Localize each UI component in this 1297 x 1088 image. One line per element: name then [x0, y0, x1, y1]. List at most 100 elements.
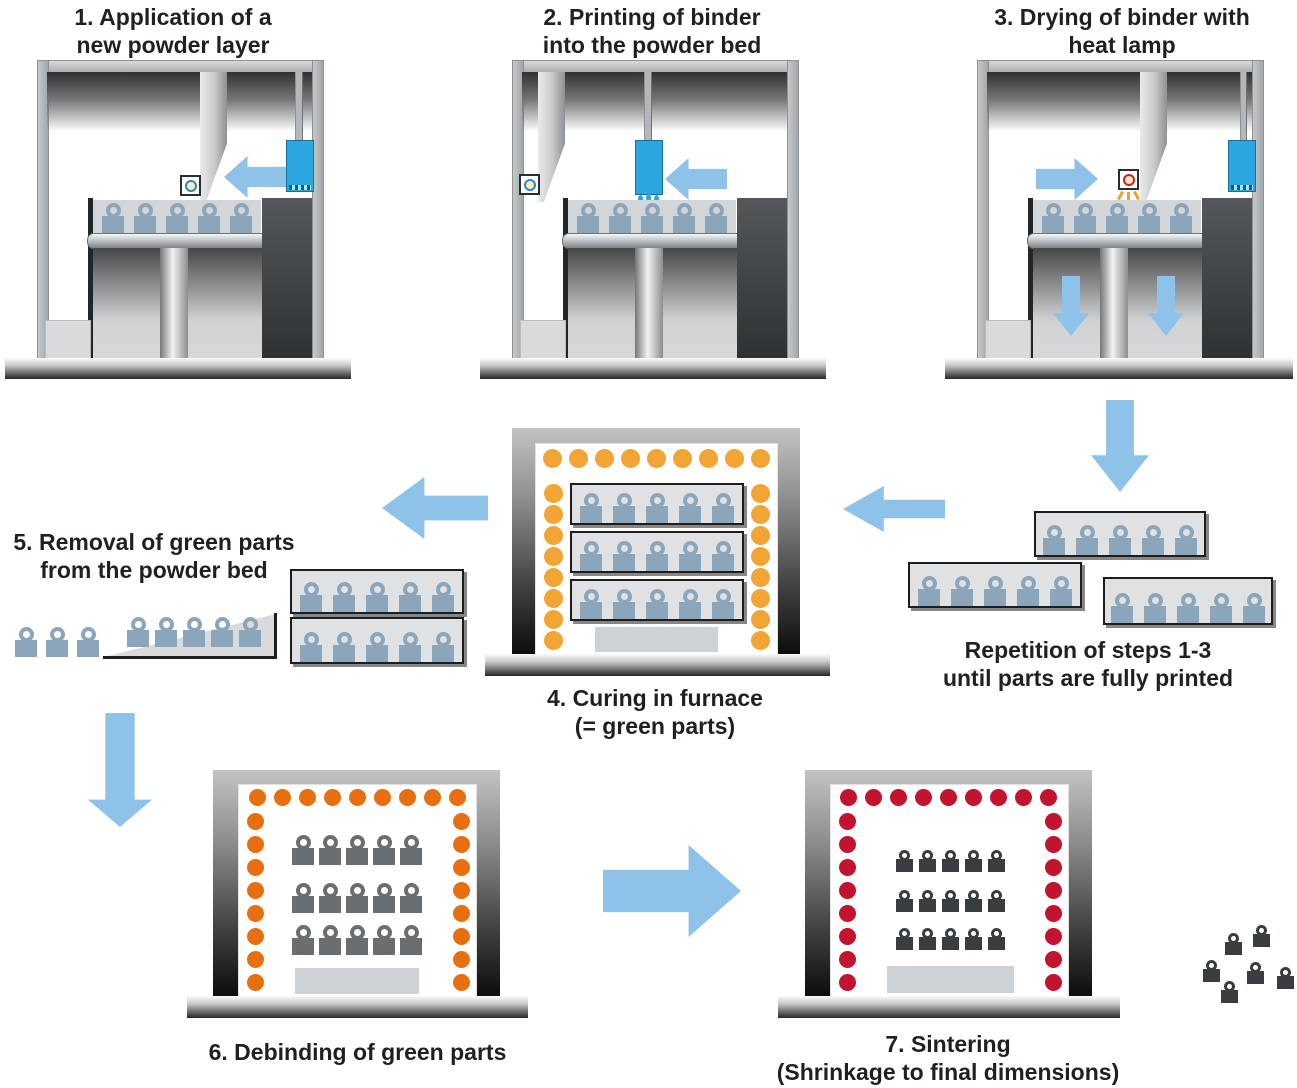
printhead-nozzles [1231, 185, 1253, 190]
part [366, 582, 388, 612]
part [613, 541, 635, 571]
part [373, 835, 395, 865]
printed-parts-tray [1034, 511, 1206, 557]
heating-element-dot [247, 859, 264, 876]
furnace-shelf [570, 531, 744, 573]
part [400, 883, 422, 913]
heating-element-dot [839, 928, 856, 945]
furnace-base [778, 996, 1120, 1018]
machine2-inner-shadow [522, 72, 787, 140]
part-body [432, 595, 454, 612]
parts-row [895, 850, 1005, 872]
heating-dots-left [839, 813, 856, 991]
part-body [1203, 969, 1220, 982]
machine2-base [480, 358, 826, 379]
part-body [373, 896, 395, 913]
part [641, 203, 663, 233]
heating-element-dot [544, 631, 563, 650]
part-body [964, 859, 982, 872]
print-direction-arrow [665, 158, 727, 200]
heating-element-dot [247, 974, 264, 991]
machine1-side-block [262, 198, 312, 360]
part [300, 632, 322, 662]
part [198, 203, 220, 233]
part-body [1111, 606, 1133, 623]
heating-element-dot [453, 836, 470, 853]
part [1043, 525, 1065, 555]
heat-lamp-icon [180, 175, 201, 196]
part-body [987, 859, 1005, 872]
machine1-base [5, 358, 351, 379]
part [964, 850, 982, 872]
part-body [641, 216, 663, 233]
heating-element-dot [839, 951, 856, 968]
heating-element-dot [453, 813, 470, 830]
part-body [1177, 606, 1199, 623]
part-body [1138, 216, 1160, 233]
heating-element-dot [247, 836, 264, 853]
removed-parts-tray [290, 617, 464, 664]
heating-element-dot [1045, 882, 1062, 899]
part-body [1109, 538, 1131, 555]
part [134, 203, 156, 233]
part-body [1225, 942, 1242, 955]
wedge-right-edge [274, 613, 277, 659]
printhead-rod [1240, 72, 1247, 140]
part [399, 582, 421, 612]
part-body [366, 595, 388, 612]
part-body [373, 848, 395, 865]
part [300, 582, 322, 612]
step3-title: 3. Drying of binder with heat lamp [972, 3, 1272, 59]
part-body [239, 630, 261, 647]
part [1017, 576, 1039, 606]
heating-element-dot [247, 928, 264, 945]
heating-element-dot [751, 568, 770, 587]
build-platform [1027, 233, 1209, 249]
heating-element-dot [840, 789, 857, 806]
part-body [613, 506, 635, 523]
part-body [613, 602, 635, 619]
furnace-platform [295, 968, 419, 994]
part [712, 541, 734, 571]
step2-title-line2: into the powder bed [542, 32, 762, 59]
part-body [1170, 216, 1192, 233]
part [1177, 593, 1199, 623]
part-body [319, 896, 341, 913]
loose-green-parts [15, 627, 99, 657]
part-body [432, 645, 454, 662]
binder-droplet [646, 194, 651, 202]
part-body [1043, 538, 1065, 555]
recoater-blade-icon [200, 72, 227, 202]
part-body [895, 899, 913, 912]
part-body [46, 640, 68, 657]
heating-element-dot [453, 974, 470, 991]
part [1109, 525, 1131, 555]
part [646, 493, 668, 523]
step1-title-line1: 1. Application of a [74, 4, 272, 30]
parts-row [292, 835, 422, 865]
part-body [166, 216, 188, 233]
part [679, 589, 701, 619]
part-body [346, 896, 368, 913]
part-body [15, 640, 37, 657]
part-body [300, 645, 322, 662]
recoater-blade-icon [1140, 72, 1167, 202]
part [918, 890, 936, 912]
part-body [77, 640, 99, 657]
part-body [580, 602, 602, 619]
step1-title: 1. Application of a new powder layer [23, 3, 323, 59]
step2-title: 2. Printing of binder into the powder be… [502, 3, 802, 59]
part [432, 582, 454, 612]
part [895, 850, 913, 872]
part-body [1017, 589, 1039, 606]
heating-element-dot [751, 631, 770, 650]
part [712, 589, 734, 619]
heating-element-dot [839, 859, 856, 876]
heat-ray [1127, 192, 1130, 201]
heating-element-dot [839, 813, 856, 830]
part [895, 890, 913, 912]
step2-title-line1: 2. Printing of binder [543, 4, 761, 30]
part [319, 925, 341, 955]
part-body [941, 859, 959, 872]
part [964, 890, 982, 912]
